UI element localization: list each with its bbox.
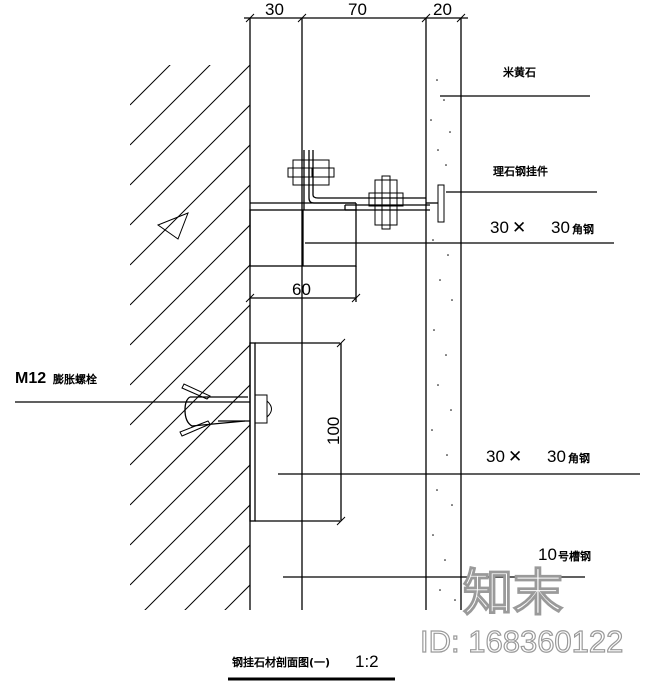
svg-text:10: 10 [538,545,557,564]
expansion-bolt [179,383,272,437]
svg-text:M12: M12 [15,370,46,387]
svg-text:膨胀螺栓: 膨胀螺栓 [52,372,97,386]
svg-text:30: 30 [490,218,509,237]
structure-lines [244,13,468,610]
svg-text:角钢: 角钢 [568,451,590,465]
label-stone-hanger: 理石钢挂件 [493,164,548,178]
stone-hanger [287,150,445,230]
svg-text:30: 30 [551,218,570,237]
label-expansion-bolt: M12 膨胀螺栓 [15,370,97,387]
drawing-scale: 1:2 [355,652,379,671]
watermark-id: ID: 168360122 [420,624,623,659]
svg-text:✕: ✕ [508,447,522,466]
wall-hatch [130,65,250,610]
dim-100: 100 [324,417,343,445]
leader-lines [15,95,640,681]
channel-steel-plate [249,338,346,526]
svg-text:30: 30 [486,447,505,466]
angle-steel-top [249,202,357,267]
dim-20: 20 [433,0,452,19]
dim-30: 30 [265,0,284,19]
label-angle-steel-bottom: 30 ✕ 30 角钢 [486,447,590,466]
svg-text:30: 30 [547,447,566,466]
label-channel-steel: 10 号槽钢 [538,545,591,564]
label-stone: 米黄石 [502,65,536,79]
stone-speckle [430,79,456,601]
svg-text:✕: ✕ [512,218,526,237]
label-angle-steel-top: 30 ✕ 30 角钢 [490,218,594,237]
drawing-title: 钢挂石材剖面图(一) [232,655,330,669]
svg-text:角钢: 角钢 [572,222,594,236]
svg-text:号槽钢: 号槽钢 [558,549,591,563]
watermark-brand: 知末 [463,565,563,621]
dim-70: 70 [348,0,367,19]
dim-60: 60 [292,280,311,299]
